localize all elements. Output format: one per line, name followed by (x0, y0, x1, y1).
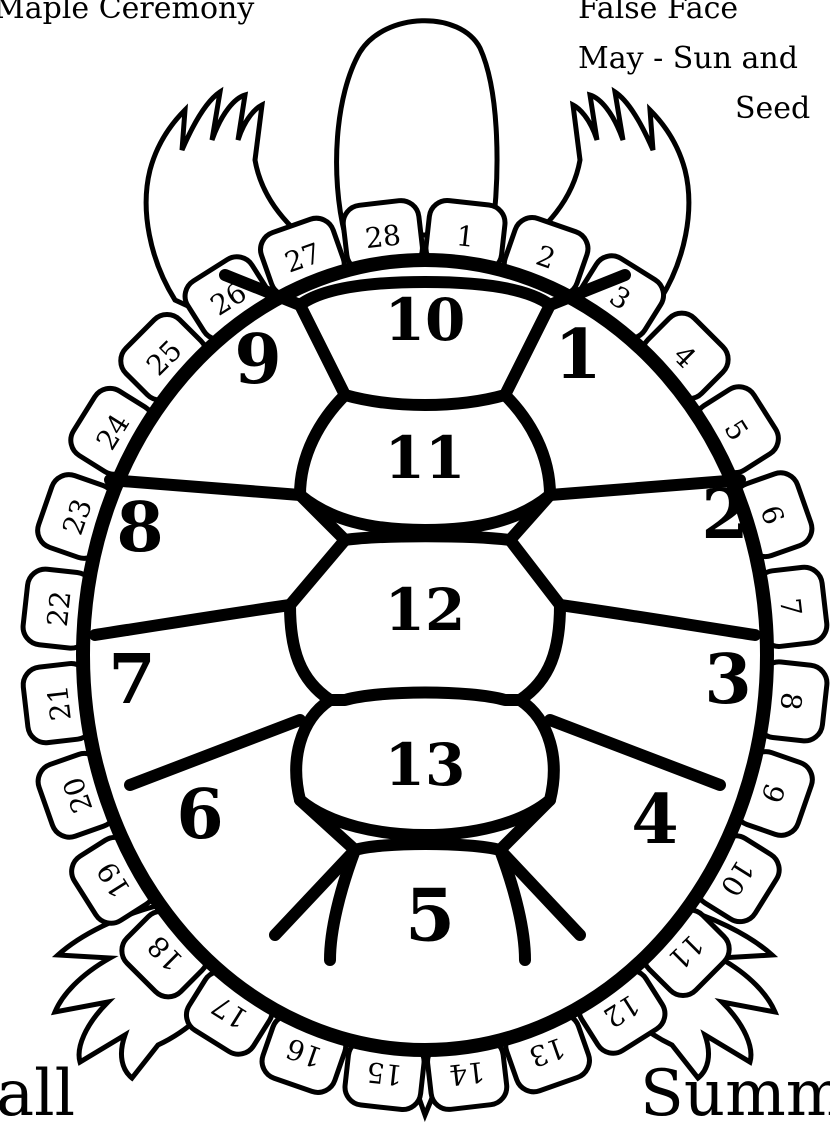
vertebral-scute-label: 11 (385, 424, 466, 492)
marginal-scute-label: 8 (773, 691, 808, 712)
marginal-scute-label: 28 (363, 218, 402, 255)
caption-fall: all (0, 1057, 75, 1123)
caption-seed: Seed (735, 91, 810, 126)
caption-maple-ceremony: Maple Ceremony (0, 0, 254, 26)
marginal-scute-label: 21 (41, 683, 78, 722)
vertebral-scute-label: 13 (385, 731, 466, 799)
marginal-scute-label: 14 (447, 1055, 486, 1092)
marginal-scute-label: 15 (365, 1055, 404, 1092)
costal-scute-label: 2 (701, 475, 748, 555)
costal-scute-label: 4 (631, 780, 678, 860)
costal-scute-label: 9 (234, 320, 281, 400)
costal-scute-label: 1 (554, 315, 601, 395)
caption-false-face: False Face (578, 0, 738, 26)
vertebral-scute-label: 10 (385, 286, 466, 354)
caption-summer: Summ (640, 1057, 830, 1123)
marginal-scute-label: 7 (773, 596, 808, 618)
marginal-scute-label: 1 (455, 219, 476, 254)
caption-may-sun: May - Sun and (578, 41, 798, 76)
costal-scute-label: 3 (704, 640, 751, 720)
costal-scute-label: 8 (116, 488, 163, 568)
marginal-scute-label: 22 (41, 589, 78, 628)
costal-scute-label: 6 (176, 775, 223, 855)
vertebral-scute-label: 5 (405, 873, 455, 958)
vertebral-scute-label: 12 (385, 576, 466, 644)
costal-scute-label: 7 (108, 640, 155, 720)
